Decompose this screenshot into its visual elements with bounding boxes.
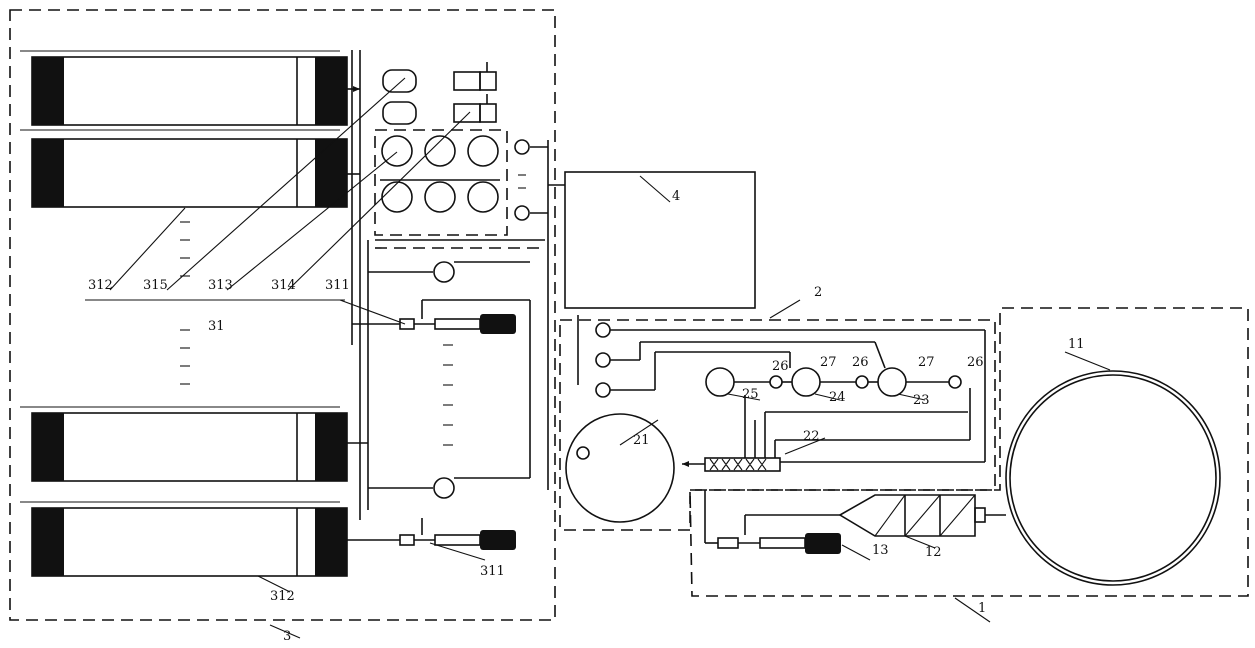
label-3: 3 xyxy=(283,629,291,644)
leader-line-2 xyxy=(769,299,801,319)
label-13: 13 xyxy=(872,543,889,558)
control-unit-4 xyxy=(564,171,756,309)
label-12: 12 xyxy=(925,545,942,560)
digester-11 xyxy=(1005,351,1221,586)
gas-cylinders xyxy=(382,62,497,125)
label-312-top: 312 xyxy=(88,278,113,293)
label-4: 4 xyxy=(672,189,680,204)
screw-feeder-311-lower xyxy=(399,518,516,550)
label-311-top: 311 xyxy=(325,278,350,293)
reaction-tank-21 xyxy=(565,413,675,523)
region-3-manifolds xyxy=(347,50,433,541)
region-1-boundary xyxy=(689,307,1249,597)
label-26-a: 26 xyxy=(772,359,789,374)
drive-motor-13 xyxy=(704,490,871,561)
membrane-module-3 xyxy=(20,406,348,482)
screw-conveyor-12 xyxy=(744,494,1006,549)
circulation-pump-upper xyxy=(433,261,530,283)
dosing-train xyxy=(705,341,962,401)
label-22: 22 xyxy=(803,429,820,444)
leader-line-1 xyxy=(954,597,991,623)
leader-line-4 xyxy=(639,175,671,203)
label-27-a: 27 xyxy=(820,355,837,370)
reagent-tank-bank xyxy=(374,129,565,490)
mixer-22 xyxy=(682,388,985,472)
label-23: 23 xyxy=(913,393,930,408)
supply-pumps xyxy=(577,315,986,462)
label-26-c: 26 xyxy=(967,355,984,370)
circulation-pump-lower xyxy=(433,300,531,499)
label-31: 31 xyxy=(208,319,225,334)
label-27-b: 27 xyxy=(918,355,935,370)
screw-feeder-311-upper xyxy=(399,299,530,334)
label-24: 24 xyxy=(829,390,846,405)
label-11: 11 xyxy=(1068,337,1085,352)
region-3-boundary xyxy=(9,9,556,621)
membrane-module-2 xyxy=(31,138,348,208)
label-2: 2 xyxy=(814,285,822,300)
label-315: 315 xyxy=(143,278,168,293)
label-25: 25 xyxy=(742,387,759,402)
label-21: 21 xyxy=(633,433,650,448)
membrane-module-1 xyxy=(20,50,348,131)
label-26-b: 26 xyxy=(852,355,869,370)
continuation-marks xyxy=(180,174,526,446)
label-313: 313 xyxy=(208,278,233,293)
label-311-bottom: 311 xyxy=(480,564,505,579)
label-312-bottom: 312 xyxy=(270,589,295,604)
leader-lines-region-3 xyxy=(85,77,486,639)
membrane-module-4 xyxy=(20,501,348,577)
label-1: 1 xyxy=(978,601,986,616)
label-314: 314 xyxy=(271,278,296,293)
